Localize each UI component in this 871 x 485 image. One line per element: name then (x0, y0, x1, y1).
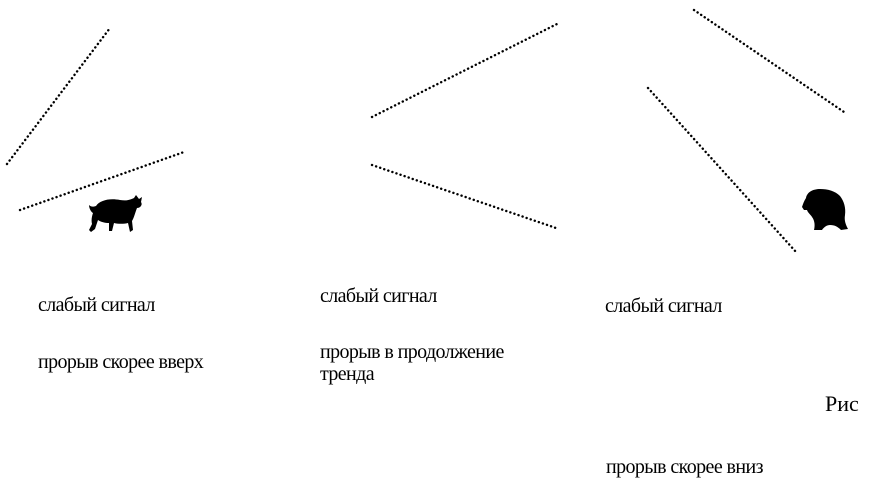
panel-neutral-lines (372, 24, 557, 228)
neutral-lower-trendline (372, 165, 556, 228)
bull-signal-label: слабый сигнал (38, 294, 155, 316)
bull-breakout-label: прорыв скорее вверх (38, 351, 203, 373)
bull-upper-trendline (7, 28, 110, 164)
neutral-breakout-label: прорыв в продолжение тренда (320, 341, 560, 385)
bull-icon (89, 195, 142, 232)
bear-lower-trendline (648, 88, 796, 252)
figure-caption-fragment: Рис (825, 392, 859, 416)
neutral-signal-label: слабый сигнал (320, 285, 437, 307)
panel-bull-lines (7, 28, 184, 210)
bear-breakout-label: прорыв скорее вниз (606, 456, 763, 478)
neutral-upper-trendline (372, 24, 557, 117)
bear-icon (802, 189, 848, 230)
bear-upper-trendline (694, 10, 844, 112)
bear-signal-label: слабый сигнал (605, 295, 722, 317)
